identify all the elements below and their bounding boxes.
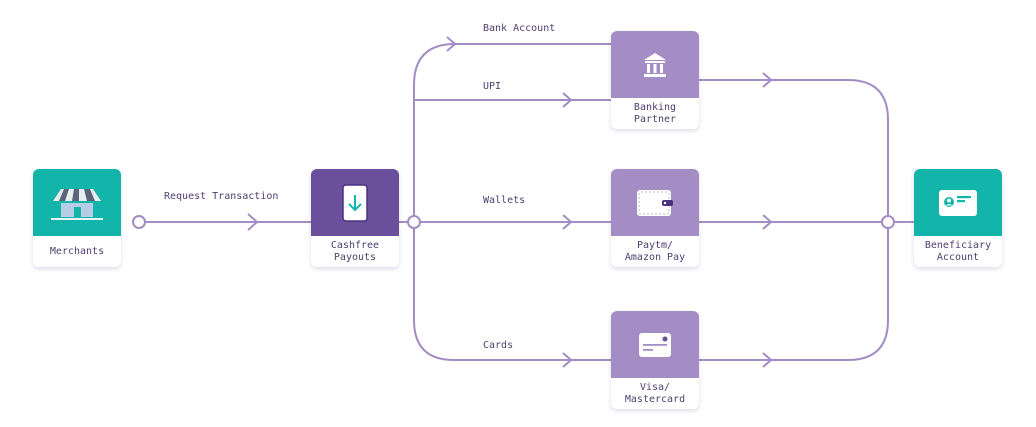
arrow-head (562, 214, 573, 230)
id-card-icon (939, 189, 977, 216)
edge-label-upi: UPI (483, 81, 502, 92)
storefront-icon (51, 188, 103, 220)
node-banking-partner[interactable]: Banking Partner (611, 31, 699, 129)
node-paytm-amazon-pay[interactable]: Paytm/ Amazon Pay (611, 169, 699, 267)
hub-circle-left (407, 215, 421, 229)
edge-banking-out (698, 79, 889, 216)
download-arrow-icon (342, 183, 368, 222)
node-cashfree-payouts[interactable]: Cashfree Payouts (311, 169, 399, 267)
node-label: Beneficiary Account (924, 239, 992, 263)
start-node-circle (132, 215, 146, 229)
edge-bank-account (413, 43, 611, 100)
node-label: Merchants (49, 245, 105, 257)
arrow-head (762, 214, 773, 230)
edge-trunk-left (413, 100, 611, 361)
arrow-head (562, 92, 573, 108)
arrow-head (762, 352, 773, 368)
wallet-icon (637, 189, 673, 216)
node-merchants[interactable]: Merchants (33, 169, 121, 267)
bank-icon (644, 52, 666, 77)
edge-cards-out (698, 228, 889, 361)
edge-label-bank-account: Bank Account (483, 23, 556, 34)
edge-label-request: Request Transaction (164, 191, 279, 202)
arrow-head (247, 213, 259, 231)
node-label: Visa/ Mastercard (624, 381, 686, 405)
node-label: Cashfree Payouts (330, 239, 380, 263)
edge-label-cards: Cards (483, 340, 514, 351)
node-visa-mastercard[interactable]: Visa/ Mastercard (611, 311, 699, 409)
node-label: Paytm/ Amazon Pay (624, 239, 686, 263)
arrow-head (562, 352, 573, 368)
credit-card-icon (639, 332, 671, 357)
arrow-head (446, 36, 457, 52)
arrow-head (762, 72, 773, 88)
node-label: Banking Partner (633, 101, 677, 125)
hub-circle-right (881, 215, 895, 229)
edge-label-wallets: Wallets (483, 195, 526, 206)
node-beneficiary-account[interactable]: Beneficiary Account (914, 169, 1002, 267)
